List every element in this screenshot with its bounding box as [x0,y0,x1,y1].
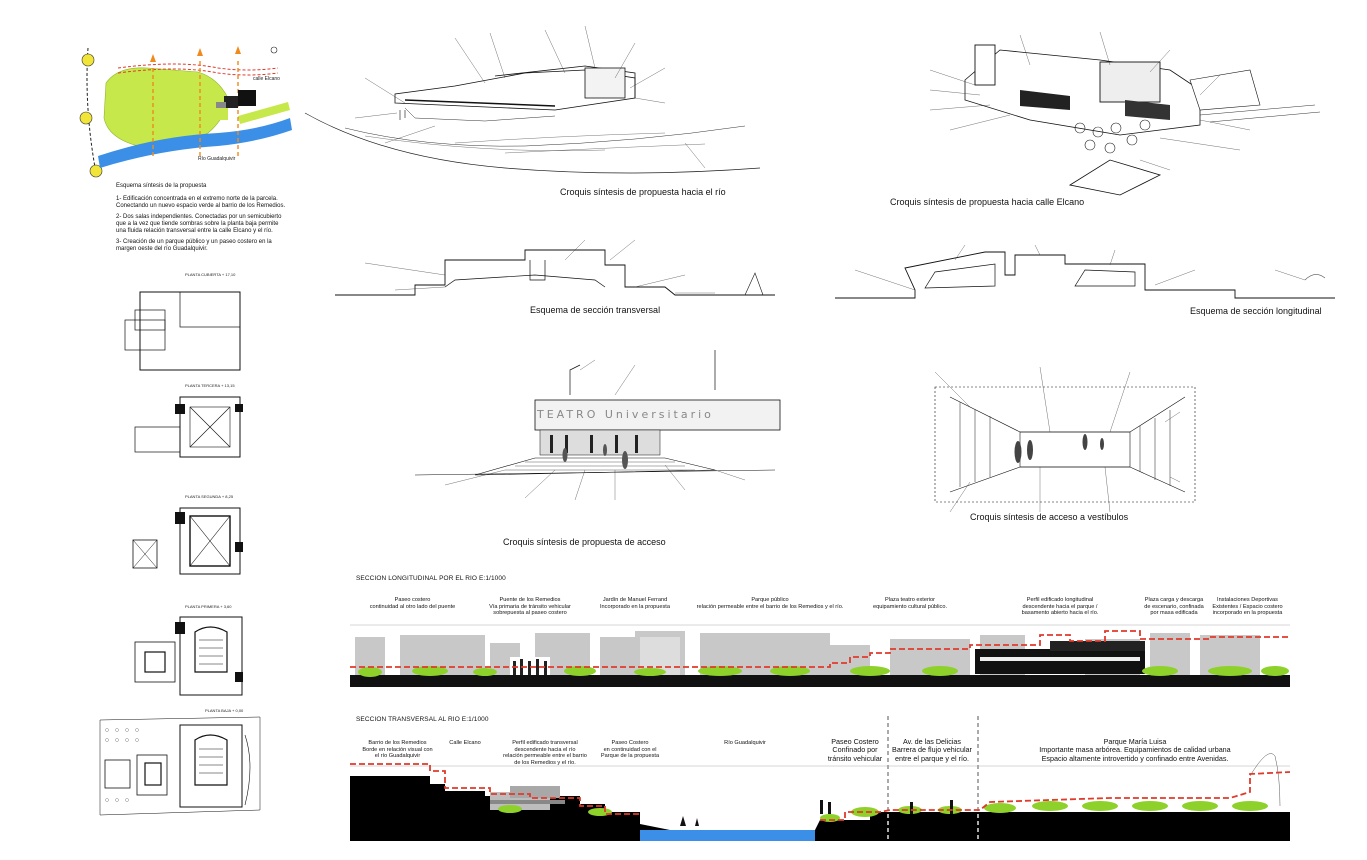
plan-ground [99,716,261,816]
trans-label-3: Perfil edificado transversal descendente… [503,740,587,766]
sketch-vestibules: Croquis síntesis de acceso a vestíbulos [930,352,1200,527]
caption-elcano: Croquis síntesis de propuesta hacia call… [890,197,1085,207]
plan-title-third: PLANTA TERCERA + 13,15 [185,383,235,388]
caption-longitudinal: Esquema de sección longitudinal [1190,306,1322,316]
street-label: calle Elcano [253,76,280,82]
section-trans-title: SECCION TRANSVERSAL AL RIO E:1/1000 [356,716,489,723]
long-label-6: Perfil edificado longitudinal descendent… [1021,597,1099,617]
facade-sign: TEATRO Universitario [537,408,714,421]
schema-text: Esquema síntesis de la propuesta 1- Edif… [116,183,288,253]
caption-transversal: Esquema de sección transversal [530,305,661,315]
plan-roof [124,291,241,371]
caption-river: Croquis síntesis de propuesta hacia el r… [560,187,726,197]
floor-plans: PLANTA CUBIERTA + 17,10 PLANTA TERCERA +… [95,270,275,830]
schema-item-1: 1- Edificación concentrada en el extremo… [116,196,286,209]
plan-title-ground: PLANTA BAJA + 0,00 [205,708,244,713]
schema-transversal-drawing [335,239,775,296]
trans-label-5: Río Guadalquivir [724,740,766,746]
sketch-access: TEATRO Universitario Croquis síntesis de… [414,330,785,550]
long-label-8: Instalaciones Deportivas Existentes / Es… [1212,597,1283,617]
site-schema-drawing [79,46,292,178]
schema-longitudinal-drawing [835,244,1335,299]
schema-longitudinal: Esquema de sección longitudinal [835,240,1335,320]
sketch-elcano: Croquis síntesis de propuesta hacia call… [870,10,1330,215]
trans-label-7: Av. de las Delicias Barrera de flujo veh… [892,737,972,763]
long-label-5: Plaza teatro exterior equipamiento cultu… [872,597,947,610]
plan-third [134,396,243,458]
plan-first [134,616,243,696]
schema-item-3: 3- Creación de un parque público y un pa… [116,239,272,252]
trans-label-6: Paseo Costero Confinado por tránsito veh… [827,737,883,763]
plan-title-roof: PLANTA CUBIERTA + 17,10 [185,272,236,277]
long-label-3: Jardín de Manuel Ferrand Incorporado en … [600,597,670,610]
long-label-1: Paseo costero continuidad al otro lado d… [369,597,456,610]
sketch-river-drawing [304,25,761,174]
section-trans-drawing [350,716,1291,841]
caption-access: Croquis síntesis de propuesta de acceso [503,537,666,547]
schema-title: Esquema síntesis de la propuesta [116,183,207,189]
trans-label-4: Paseo Costero en continuidad con el Parq… [600,740,660,760]
section-transversal: SECCION TRANSVERSAL AL RIO E:1/1000 Barr… [350,716,1291,846]
section-long-drawing [350,624,1290,687]
plan-title-first: PLANTA PRIMERA + 3,60 [185,604,232,609]
site-schema: calle Elcano Río Guadalquivir [78,38,298,188]
sketch-river: Croquis síntesis de propuesta hacia el r… [304,18,765,203]
trans-label-1: Barrio de los Remedios Borde en relación… [362,740,433,760]
long-label-4: Parque público relación permeable entre … [696,597,844,610]
trans-label-8: Parque María Luisa Importante masa arbór… [1039,737,1231,763]
schema-item-2: 2- Dos salas independientes. Conectadas … [116,214,282,234]
long-label-2: Puente de los Remedios Vía primaria de t… [489,597,571,617]
schema-transversal: Esquema de sección transversal [335,235,775,325]
caption-vestibules: Croquis síntesis de acceso a vestíbulos [970,512,1129,522]
sketch-vestibules-drawing [934,366,1196,513]
long-label-7: Plaza carga y descarga de escenario, con… [1144,597,1204,617]
sketch-elcano-drawing [929,31,1321,196]
trans-label-2: Calle Elcano [449,740,481,746]
sketch-access-drawing [414,350,781,501]
section-long-title: SECCION LONGITUDINAL POR EL RIO E:1/1000 [356,575,506,582]
plan-title-second: PLANTA SEGUNDA + 8,25 [185,494,234,499]
river-label: Río Guadalquivir [198,156,236,162]
section-longitudinal: SECCION LONGITUDINAL POR EL RIO E:1/1000… [350,575,1290,700]
plan-second [132,507,243,575]
